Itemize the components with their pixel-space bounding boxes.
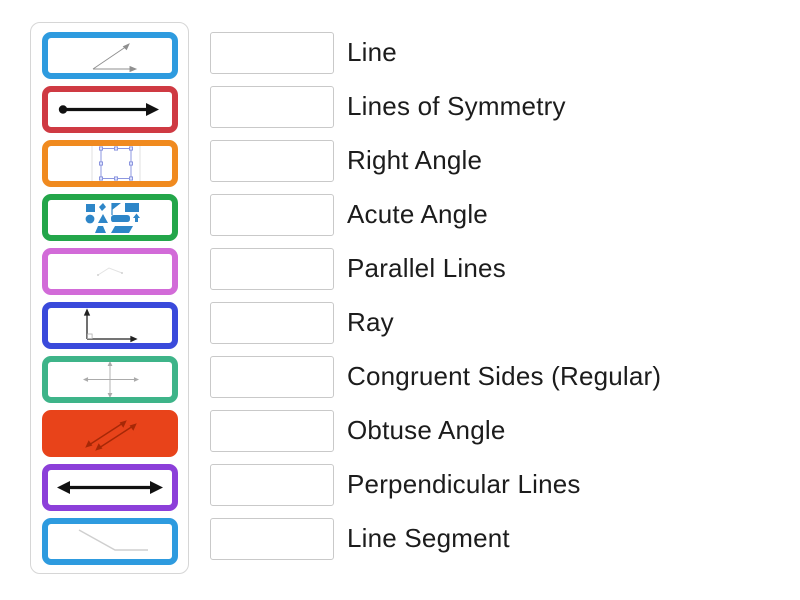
tile-parallel-slanted-lines[interactable]	[42, 410, 178, 457]
ray-icon	[58, 103, 159, 116]
label-parallel-lines: Parallel Lines	[347, 253, 506, 283]
match-rows: Line Lines of Symmetry Right Angle Acute…	[210, 29, 661, 569]
label-congruent-sides: Congruent Sides (Regular)	[347, 361, 662, 391]
tile-tray	[30, 22, 189, 574]
tile-obtuse-angle-sketch[interactable]	[42, 518, 178, 565]
answer-slot-right-angle[interactable]	[210, 139, 334, 182]
label-ray: Ray	[347, 307, 394, 337]
tile-perpendicular-cross[interactable]	[42, 356, 178, 403]
match-row-congruent-sides: Congruent Sides (Regular)	[210, 353, 661, 400]
match-row-right-angle: Right Angle	[210, 137, 661, 184]
cross-lines-icon	[82, 362, 139, 397]
match-row-line-segment: Line Segment	[210, 515, 661, 562]
label-line-segment: Line Segment	[347, 523, 510, 553]
square-selection-icon	[91, 146, 140, 181]
label-acute-angle: Acute Angle	[347, 199, 488, 229]
parallel-lines-icon	[84, 420, 137, 451]
tile-double-headed-arrow[interactable]	[42, 464, 178, 511]
answer-slot-ray[interactable]	[210, 301, 334, 344]
answer-slot-line-segment[interactable]	[210, 517, 334, 560]
answer-slot-lines-of-symmetry[interactable]	[210, 85, 334, 128]
tile-blue-shape-set[interactable]	[42, 194, 178, 241]
match-row-ray: Ray	[210, 299, 661, 346]
answer-slot-acute-angle[interactable]	[210, 193, 334, 236]
acute-angle-icon	[92, 43, 137, 73]
match-row-parallel-lines: Parallel Lines	[210, 245, 661, 292]
label-lines-of-symmetry: Lines of Symmetry	[347, 91, 566, 121]
answer-slot-parallel-lines[interactable]	[210, 247, 334, 290]
answer-slot-congruent-sides[interactable]	[210, 355, 334, 398]
tile-ray-dot-arrow[interactable]	[42, 86, 178, 133]
answer-slot-line[interactable]	[210, 31, 334, 74]
tile-acute-angle-sketch[interactable]	[42, 32, 178, 79]
line-double-arrow-icon	[56, 481, 163, 494]
shapes-set-icon	[85, 203, 140, 233]
match-row-perpendicular-lines: Perpendicular Lines	[210, 461, 661, 508]
tile-faint-angle-marks[interactable]	[42, 248, 178, 295]
tile-right-angle-rays[interactable]	[42, 302, 178, 349]
label-obtuse-angle: Obtuse Angle	[347, 415, 506, 445]
label-right-angle: Right Angle	[347, 145, 483, 175]
obtuse-angle-icon	[78, 529, 148, 551]
label-perpendicular-lines: Perpendicular Lines	[347, 469, 581, 499]
label-line: Line	[347, 37, 397, 67]
right-angle-icon	[83, 308, 138, 343]
answer-slot-perpendicular-lines[interactable]	[210, 463, 334, 506]
tile-selected-square[interactable]	[42, 140, 178, 187]
faint-marks-icon	[96, 267, 123, 276]
match-row-acute-angle: Acute Angle	[210, 191, 661, 238]
match-row-line: Line	[210, 29, 661, 76]
answer-slot-obtuse-angle[interactable]	[210, 409, 334, 452]
match-row-obtuse-angle: Obtuse Angle	[210, 407, 661, 454]
match-row-lines-of-symmetry: Lines of Symmetry	[210, 83, 661, 130]
